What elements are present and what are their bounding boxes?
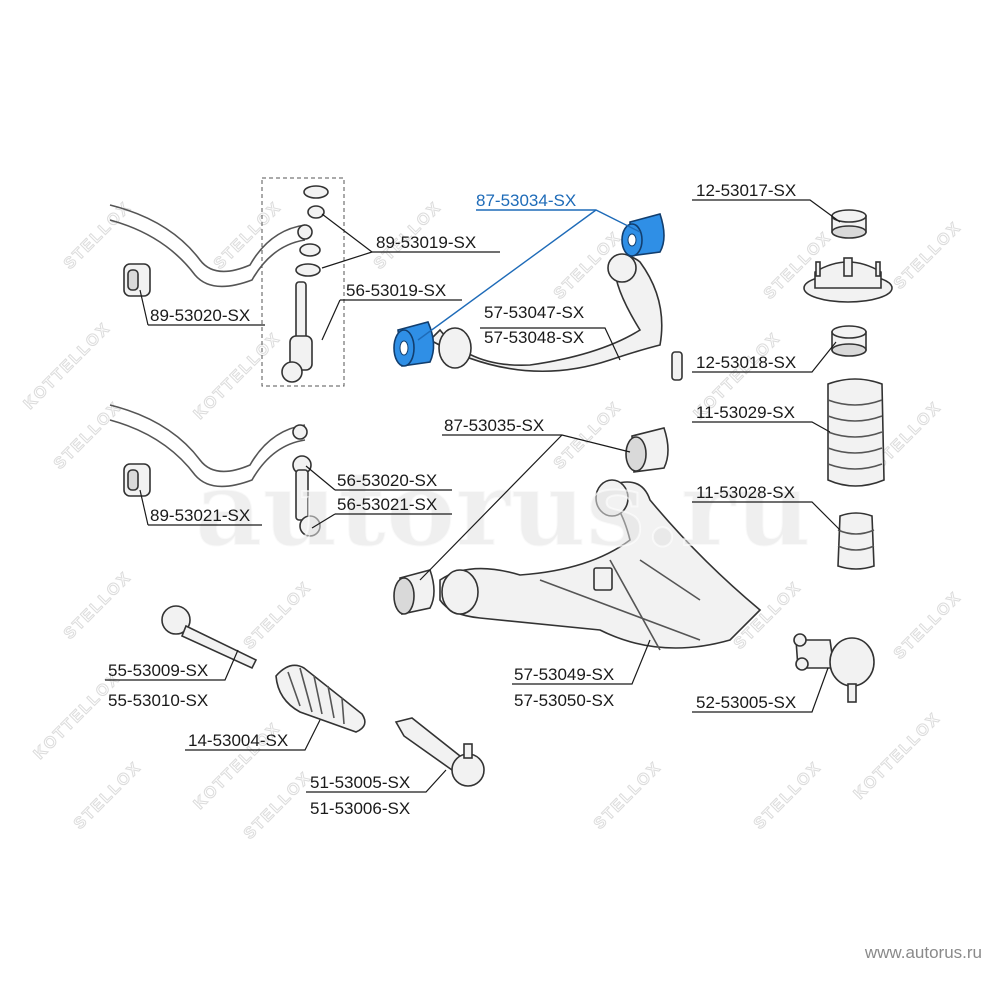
stabilizer-link-kit-box [261, 177, 345, 387]
footer-url[interactable]: www.autorus.ru [864, 943, 982, 962]
label-55-53009-sx[interactable]: 55-53009-SX [108, 661, 208, 680]
label-57-53050-sx[interactable]: 57-53050-SX [514, 691, 614, 710]
bushing-87-53035-front [393, 569, 435, 615]
watermark-big: autorus.ru [195, 447, 811, 570]
bushing-87-53034-rear [621, 213, 665, 257]
tie-rod-end-51-53005 [394, 717, 485, 787]
bushing-89-53020 [123, 263, 151, 297]
label-57-53047-sx[interactable]: 57-53047-SX [484, 303, 584, 322]
tie-rod-inner-55-53009 [161, 605, 258, 670]
stabilizer-bar-upper [109, 204, 313, 288]
watermark-brand: STELLOX [591, 759, 665, 833]
label-12-53018-sx[interactable]: 12-53018-SX [696, 353, 796, 372]
watermark-brand: STELLOX [241, 579, 315, 653]
watermark-brand: STELLOX [61, 569, 135, 643]
watermark-brand: STELLOX [751, 759, 825, 833]
bushing-89-53021 [123, 463, 151, 497]
stabilizer-link-washers [295, 185, 329, 277]
label-11-53029-sx[interactable]: 11-53029-SX [696, 403, 795, 422]
upper-control-arm-57-53047 [428, 253, 683, 381]
watermark-brand-reversed: KOTTELLOX [851, 710, 944, 803]
label-57-53048-sx[interactable]: 57-53048-SX [484, 328, 584, 347]
watermark-brand-reversed: KOTTELLOX [21, 320, 114, 413]
bushing-87-53034-front [393, 321, 435, 367]
stabilizer-link-56-53019 [281, 281, 313, 383]
steering-boot-14-53004 [275, 664, 366, 733]
dust-boot-11-53029 [827, 378, 885, 487]
label-11-53028-sx[interactable]: 11-53028-SX [696, 483, 795, 502]
part-labels: 87-53034-SX 12-53017-SX 89-53019-SX 56-5… [108, 181, 796, 818]
label-57-53049-sx[interactable]: 57-53049-SX [514, 665, 614, 684]
watermark-brand-reversed: KOTTELLOX [191, 330, 284, 423]
stabilizer-link-56-53020 [292, 455, 321, 537]
strut-mount-12-53017 [803, 257, 893, 303]
label-56-53019-sx[interactable]: 56-53019-SX [346, 281, 446, 300]
bushing-87-53035-rear [625, 427, 669, 473]
label-89-53021-sx[interactable]: 89-53021-SX [150, 506, 250, 525]
watermark-brand: STELLOX [71, 759, 145, 833]
label-89-53020-sx[interactable]: 89-53020-SX [150, 306, 250, 325]
label-87-53034-sx[interactable]: 87-53034-SX [476, 191, 576, 210]
label-55-53010-sx[interactable]: 55-53010-SX [108, 691, 208, 710]
watermark-brand: STELLOX [891, 589, 965, 663]
label-51-53006-sx[interactable]: 51-53006-SX [310, 799, 410, 818]
watermark-brand: STELLOX [891, 219, 965, 293]
label-56-53021-sx[interactable]: 56-53021-SX [337, 495, 437, 514]
label-12-53017-sx[interactable]: 12-53017-SX [696, 181, 796, 200]
label-51-53005-sx[interactable]: 51-53005-SX [310, 773, 410, 792]
bushing-12-53018 [831, 325, 867, 357]
label-14-53004-sx[interactable]: 14-53004-SX [188, 731, 288, 750]
watermark-brand-reversed: KOTTELLOX [31, 670, 124, 763]
watermark-brand: STELLOX [51, 399, 125, 473]
watermark-brand: STELLOX [211, 199, 285, 273]
label-89-53019-sx[interactable]: 89-53019-SX [376, 233, 476, 252]
watermark-brand: STELLOX [61, 199, 135, 273]
label-52-53005-sx[interactable]: 52-53005-SX [696, 693, 796, 712]
label-56-53020-sx[interactable]: 56-53020-SX [337, 471, 437, 490]
bump-stop-11-53028 [837, 512, 875, 570]
label-87-53035-sx[interactable]: 87-53035-SX [444, 416, 544, 435]
lower-control-arm-57-53049 [439, 479, 762, 651]
stabilizer-bar-lower [109, 404, 308, 488]
watermark-brand: STELLOX [241, 769, 315, 843]
ball-joint-52-53005 [793, 633, 875, 703]
bump-stop-12-53017 [831, 209, 867, 239]
leader-lines [105, 199, 841, 793]
